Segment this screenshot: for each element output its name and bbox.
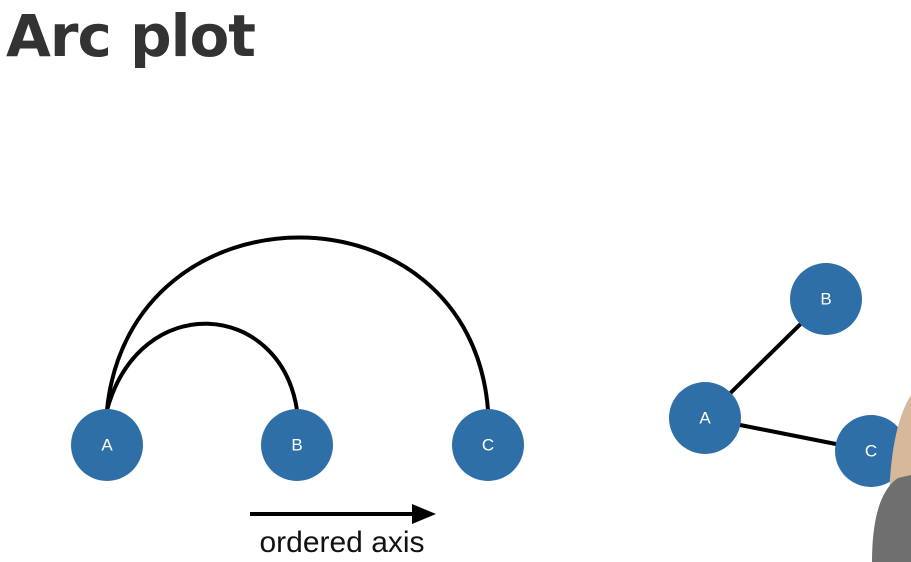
network-node-c: C [835, 415, 907, 487]
network-node-a: A [669, 382, 741, 454]
arc-edge-a-c [105, 235, 490, 411]
ordered-axis-label: ordered axis [259, 526, 424, 559]
ordered-axis-arrow [250, 504, 436, 524]
network-plot: B A C [669, 263, 907, 487]
arc-plot: A B C ordered axis [71, 235, 524, 559]
network-node-c-label: C [865, 441, 877, 460]
arc-node-c: C [452, 409, 524, 481]
arc-node-a: A [71, 409, 143, 481]
network-node-a-label: A [699, 408, 711, 427]
presenter-silhouette [872, 395, 911, 562]
arc-node-b: B [261, 409, 333, 481]
slide-title: Arc plot [6, 2, 256, 70]
network-node-b: B [790, 263, 862, 335]
network-node-b-label: B [820, 289, 831, 308]
arc-node-c-label: C [482, 435, 494, 454]
arc-node-a-label: A [101, 435, 113, 454]
arc-node-b-label: B [291, 435, 302, 454]
arc-edge-a-b [105, 321, 299, 411]
